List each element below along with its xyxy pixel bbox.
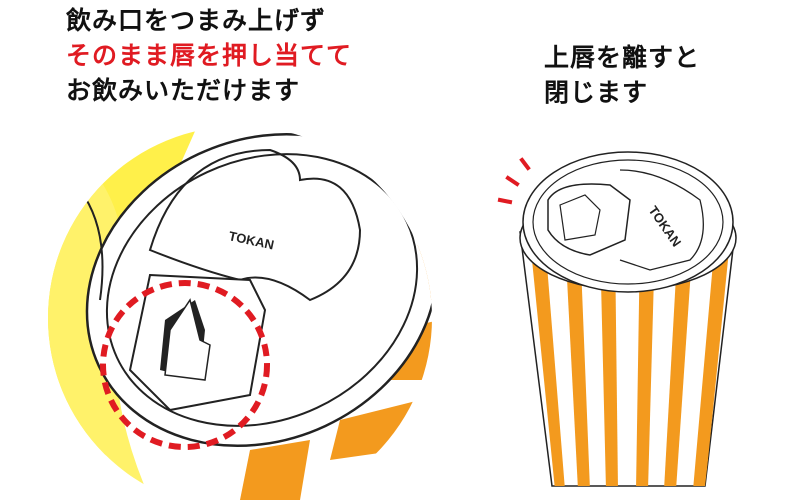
right-caption-line-2: 閉じます: [544, 78, 649, 107]
motion-marks: [497, 157, 531, 205]
left-caption-line-1: 飲み口をつまみ上げず: [66, 6, 327, 35]
cup-stripes: [530, 240, 730, 486]
left-caption: 飲み口をつまみ上げず そのまま唇を押し当てて お飲みいただけます: [66, 3, 352, 108]
left-caption-line-2: そのまま唇を押し当てて: [66, 41, 353, 70]
right-caption: 上唇を離すと 閉じます: [544, 40, 700, 110]
left-caption-line-3: お飲みいただけます: [66, 76, 301, 105]
right-caption-line-1: 上唇を離すと: [544, 43, 701, 72]
highlight-dashed-circle: [100, 280, 270, 450]
magnified-lid-view: TOKAN: [48, 126, 432, 500]
closed-cup-illustration: TOKAN: [497, 151, 737, 487]
